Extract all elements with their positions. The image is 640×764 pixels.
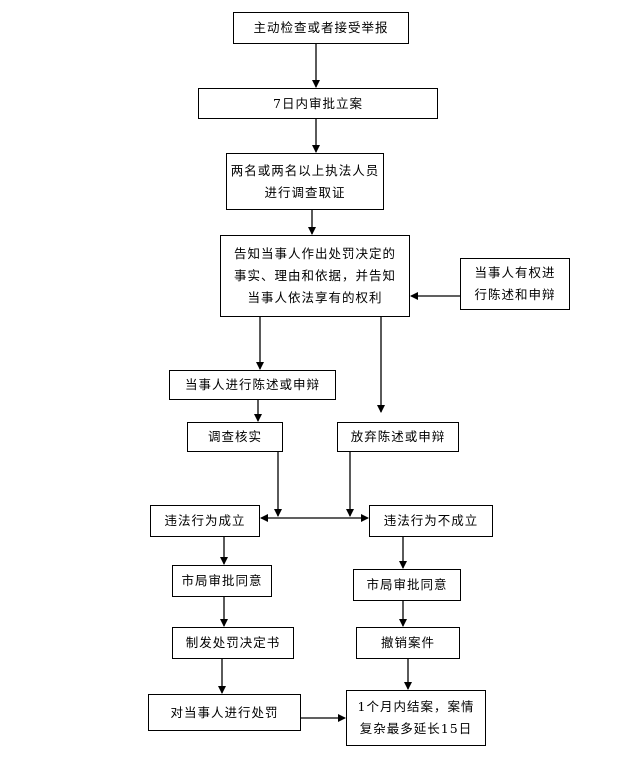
node-revoke-case: 撤销案件 [356, 627, 460, 659]
node-party-states-label: 当事人进行陈述或申辩 [184, 377, 320, 392]
node-verify: 调查核实 [187, 422, 283, 452]
node-right-to-state-line-2: 行陈述和申辩 [474, 287, 556, 302]
node-right-to-state-line-1: 当事人有权进 [474, 265, 556, 280]
node-party-states: 当事人进行陈述或申辩 [169, 370, 336, 400]
node-not-established-label: 违法行为不成立 [383, 513, 479, 528]
node-close-case: 1个月内结案，案情 复杂最多延长15日 [346, 690, 486, 746]
node-start-label: 主动检查或者接受举报 [253, 20, 389, 35]
node-close-case-line-1: 1个月内结案，案情 [357, 699, 475, 714]
node-notify-rights: 告知当事人作出处罚决定的 事实、理由和依据，并告知 当事人依法享有的权利 [220, 235, 410, 317]
node-verify-label: 调查核实 [207, 429, 262, 444]
node-revoke-case-label: 撤销案件 [380, 635, 435, 650]
node-bureau-approve-left-label: 市局审批同意 [181, 573, 263, 588]
node-waive: 放弃陈述或申辩 [337, 422, 459, 452]
node-issue-decision: 制发处罚决定书 [172, 627, 294, 659]
node-right-to-state: 当事人有权进 行陈述和申辩 [460, 258, 570, 310]
node-established-label: 违法行为成立 [164, 513, 246, 528]
node-notify-rights-line-2: 事实、理由和依据，并告知 [233, 268, 396, 283]
node-established: 违法行为成立 [150, 505, 260, 537]
node-notify-rights-line-1: 告知当事人作出处罚决定的 [233, 246, 396, 261]
node-punish: 对当事人进行处罚 [148, 694, 301, 731]
node-bureau-approve-right: 市局审批同意 [353, 569, 461, 601]
node-investigate-line-1: 两名或两名以上执法人员 [230, 162, 380, 178]
node-punish-label: 对当事人进行处罚 [170, 704, 279, 720]
node-approve-7-days: 7日内审批立案 [198, 88, 438, 119]
node-not-established: 违法行为不成立 [369, 505, 493, 537]
node-start: 主动检查或者接受举报 [233, 12, 409, 44]
node-notify-rights-line-3: 当事人依法享有的权利 [247, 290, 383, 305]
node-waive-label: 放弃陈述或申辩 [350, 429, 446, 444]
node-approve-7-days-label: 7日内审批立案 [273, 95, 363, 111]
node-bureau-approve-right-label: 市局审批同意 [366, 577, 448, 592]
node-investigate-line-2: 进行调查取证 [264, 184, 346, 200]
node-close-case-line-2: 复杂最多延长15日 [359, 721, 473, 736]
node-bureau-approve-left: 市局审批同意 [172, 565, 272, 597]
node-investigate: 两名或两名以上执法人员 进行调查取证 [226, 153, 384, 210]
node-issue-decision-label: 制发处罚决定书 [185, 635, 281, 650]
